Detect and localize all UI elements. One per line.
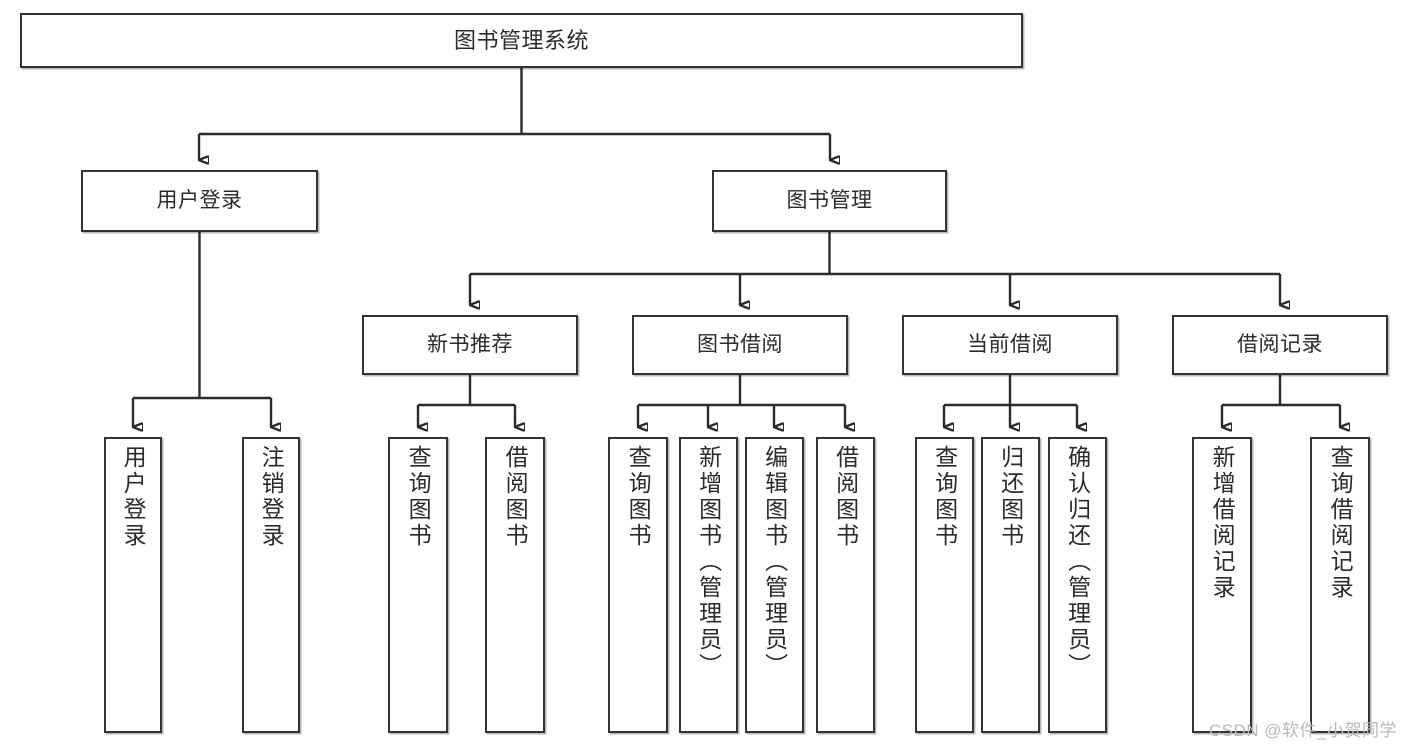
leaf-current-borrow-confirm-return[interactable]: 确认归还（管理员）: [1048, 437, 1107, 733]
leaf-book-borrow-add[interactable]: 新增图书（管理员）: [679, 437, 738, 733]
leaf-new-book-borrow[interactable]: 借阅图书: [485, 437, 545, 733]
node-new-book-recommend[interactable]: 新书推荐: [362, 315, 578, 375]
node-book-management[interactable]: 图书管理: [712, 170, 947, 232]
node-label: 借阅记录: [1237, 332, 1323, 356]
node-label: 借阅图书: [832, 445, 859, 549]
node-label: 新书推荐: [427, 332, 513, 356]
node-label: 新增图书（管理员）: [695, 445, 722, 679]
node-label: 当前借阅: [967, 332, 1053, 356]
watermark: CSDN @软件_小贺同学: [1208, 721, 1397, 740]
node-label: 新增借阅记录: [1209, 445, 1236, 601]
node-label: 图书管理: [786, 188, 873, 212]
node-label: 借阅图书: [502, 445, 529, 549]
leaf-user-login-logout[interactable]: 注销登录: [242, 437, 300, 733]
node-book-borrow[interactable]: 图书借阅: [632, 315, 848, 375]
node-label: 图书管理系统: [453, 27, 589, 53]
node-label: 查询图书: [625, 445, 652, 549]
leaf-book-borrow-borrow[interactable]: 借阅图书: [816, 437, 875, 733]
leaf-new-book-query[interactable]: 查询图书: [388, 437, 448, 733]
node-label: 注销登录: [258, 445, 285, 549]
node-label: 查询图书: [931, 445, 958, 549]
node-label: 查询借阅记录: [1327, 445, 1354, 601]
node-current-borrow[interactable]: 当前借阅: [902, 315, 1118, 375]
node-user-login[interactable]: 用户登录: [81, 170, 318, 232]
node-root-library-system[interactable]: 图书管理系统: [20, 13, 1023, 68]
node-label: 编辑图书（管理员）: [761, 445, 788, 679]
leaf-borrow-record-query[interactable]: 查询借阅记录: [1310, 437, 1370, 733]
node-borrow-record[interactable]: 借阅记录: [1172, 315, 1388, 375]
node-label: 图书借阅: [697, 332, 783, 356]
node-label: 确认归还（管理员）: [1064, 445, 1091, 679]
leaf-user-login-login[interactable]: 用户登录: [104, 437, 162, 733]
leaf-borrow-record-add[interactable]: 新增借阅记录: [1192, 437, 1252, 733]
leaf-book-borrow-edit[interactable]: 编辑图书（管理员）: [745, 437, 804, 733]
node-label: 用户登录: [120, 445, 147, 549]
node-label: 查询图书: [405, 445, 432, 549]
leaf-current-borrow-query[interactable]: 查询图书: [915, 437, 974, 733]
leaf-book-borrow-query[interactable]: 查询图书: [608, 437, 668, 733]
leaf-current-borrow-return[interactable]: 归还图书: [981, 437, 1040, 733]
node-label: 归还图书: [997, 445, 1024, 549]
node-label: 用户登录: [156, 188, 243, 212]
